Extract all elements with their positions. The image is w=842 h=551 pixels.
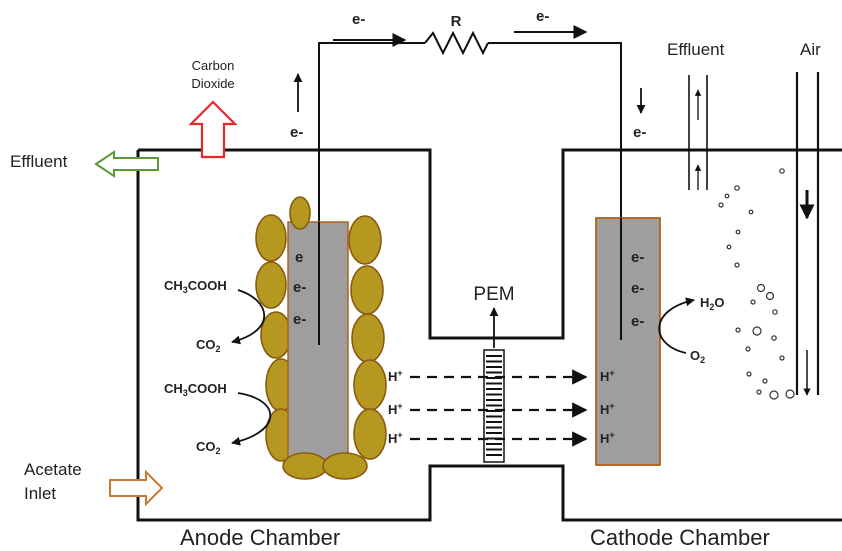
cathode-proton-3: H+ [600, 430, 615, 446]
cathode-electrode [595, 217, 661, 466]
carbon-dioxide-label-2: Dioxide [191, 76, 234, 91]
cathode-electron-3: e- [631, 313, 644, 330]
cathode-electron-2: e- [631, 280, 644, 297]
pem-label: PEM [473, 284, 514, 305]
anode-electron-1: e [295, 249, 303, 266]
cathode-proton-1: H+ [600, 368, 615, 384]
cathode-reaction-arrow [658, 297, 695, 354]
anode-biofilm [255, 214, 387, 462]
oxygen-label: O2 [690, 348, 705, 365]
cathode-electron-1: e- [631, 249, 644, 266]
resistor-label: R [451, 13, 462, 30]
proton-label-left-3: H+ [388, 430, 403, 446]
acetic-acid-label-2: CH3COOH [164, 381, 227, 398]
air-tube [795, 72, 820, 396]
anode-electron-2: e- [293, 279, 306, 296]
carbon-dioxide-label-1: Carbon [192, 58, 235, 73]
anode-reaction-arrow-1 [231, 289, 265, 345]
effluent-left-arrow [94, 150, 159, 178]
acetate-label-2: Inlet [24, 484, 56, 503]
electron-label-right: e- [536, 8, 549, 25]
acetate-label-1: Acetate [24, 460, 82, 479]
proton-label-left-2: H+ [388, 401, 403, 417]
water-label: H2O [700, 295, 725, 312]
air-bubbles [718, 168, 795, 400]
electron-label-anode-wire: e- [290, 124, 303, 141]
anode-chamber-label: Anode Chamber [180, 525, 340, 550]
acetate-inlet-arrow [109, 469, 164, 507]
co2-up-arrow [188, 100, 238, 159]
effluent-right-label: Effluent [667, 40, 725, 59]
electron-label-cathode-wire: e- [633, 124, 646, 141]
anode-biofilm-top [289, 196, 311, 230]
effluent-tube [688, 75, 708, 190]
anode-reaction-arrow-2 [231, 392, 272, 446]
proton-label-left-1: H+ [388, 368, 403, 384]
electron-label-left: e- [352, 11, 365, 28]
co2-label-2: CO2 [196, 439, 221, 456]
effluent-left-label: Effluent [10, 152, 68, 171]
anode-electron-3: e- [293, 311, 306, 328]
anode-biofilm-bottom [282, 452, 368, 480]
pem-membrane [483, 349, 505, 463]
acetic-acid-label-1: CH3COOH [164, 278, 227, 295]
air-label: Air [800, 40, 821, 59]
proton-transport: H+ H+ H+ [388, 368, 588, 447]
cathode-chamber-label: Cathode Chamber [590, 525, 770, 550]
cathode-proton-2: H+ [600, 401, 615, 417]
co2-label-1: CO2 [196, 337, 221, 354]
chamber-outline [136, 148, 842, 522]
